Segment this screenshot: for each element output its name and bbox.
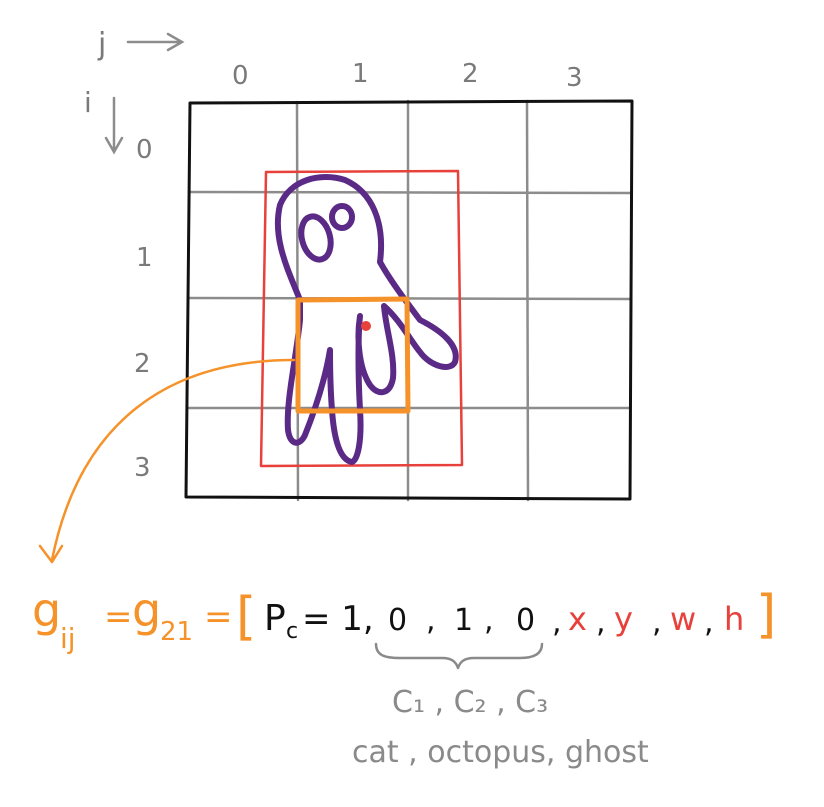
- row-label-0: 0: [136, 135, 153, 165]
- formula-pc-sub: c: [286, 619, 298, 644]
- formula-sub-21: 21: [160, 617, 193, 647]
- formula-w: w: [670, 600, 696, 638]
- formula-g-ij: g: [32, 583, 61, 637]
- formula-x: x: [568, 600, 587, 638]
- formula-equals-2: =: [204, 597, 233, 637]
- formula-c1-value: 0: [388, 603, 407, 638]
- formula-close-bracket: ]: [756, 585, 776, 645]
- col-label-0: 0: [232, 61, 249, 91]
- i-axis-label: i: [84, 86, 92, 119]
- object-center-dot: [361, 321, 371, 331]
- j-axis-arrow: [126, 32, 185, 52]
- grid-border: [184, 99, 634, 501]
- octopus-eye-right: [329, 203, 355, 231]
- formula-pc-value: = 1,: [302, 599, 374, 639]
- formula-comma-1: ,: [426, 603, 436, 638]
- row-label-2: 2: [134, 349, 151, 379]
- class-brace: [374, 642, 544, 670]
- highlighted-cell: [295, 296, 411, 414]
- formula-equals-1: =: [104, 597, 133, 637]
- row-label-1: 1: [136, 243, 153, 273]
- j-axis-label: j: [97, 27, 106, 62]
- formula-g-21: g: [132, 583, 161, 637]
- cell-to-vector-arrowhead: [38, 544, 64, 564]
- formula-open-bracket: [: [236, 587, 256, 647]
- bounding-box: [259, 169, 464, 468]
- formula-comma-5: ,: [652, 605, 662, 640]
- formula-y: y: [614, 600, 633, 638]
- formula-pc: P: [264, 598, 286, 639]
- octopus-drawing: [274, 174, 459, 465]
- octopus-eye-left: [298, 213, 334, 263]
- formula-comma-4: ,: [596, 605, 606, 640]
- formula-sub-ij: ij: [60, 622, 76, 655]
- grid-hline-2: [186, 296, 633, 301]
- grid-hline-1: [187, 190, 633, 195]
- octopus-body: [274, 174, 459, 465]
- cell-to-vector-arrow: [50, 358, 296, 562]
- col-label-2: 2: [462, 59, 479, 89]
- grid-vline-3: [525, 99, 530, 502]
- i-axis-arrow: [104, 96, 124, 155]
- label-vector-formula: g ij = g 21 = [ P c = 1, 0 , 1 , 0 , x ,…: [32, 583, 776, 655]
- formula-comma-2: ,: [484, 603, 494, 638]
- col-label-3: 3: [566, 63, 583, 93]
- col-label-1: 1: [352, 59, 369, 89]
- formula-comma-6: ,: [704, 605, 714, 640]
- formula-c3-value: 0: [516, 603, 535, 638]
- formula-comma-3: ,: [552, 605, 562, 640]
- row-label-3: 3: [134, 453, 151, 483]
- class-symbols: C₁ , C₂ , C₃: [392, 685, 548, 720]
- formula-h: h: [724, 600, 744, 638]
- formula-c2-value: 1: [454, 603, 473, 638]
- class-names: cat , octopus, ghost: [352, 735, 649, 770]
